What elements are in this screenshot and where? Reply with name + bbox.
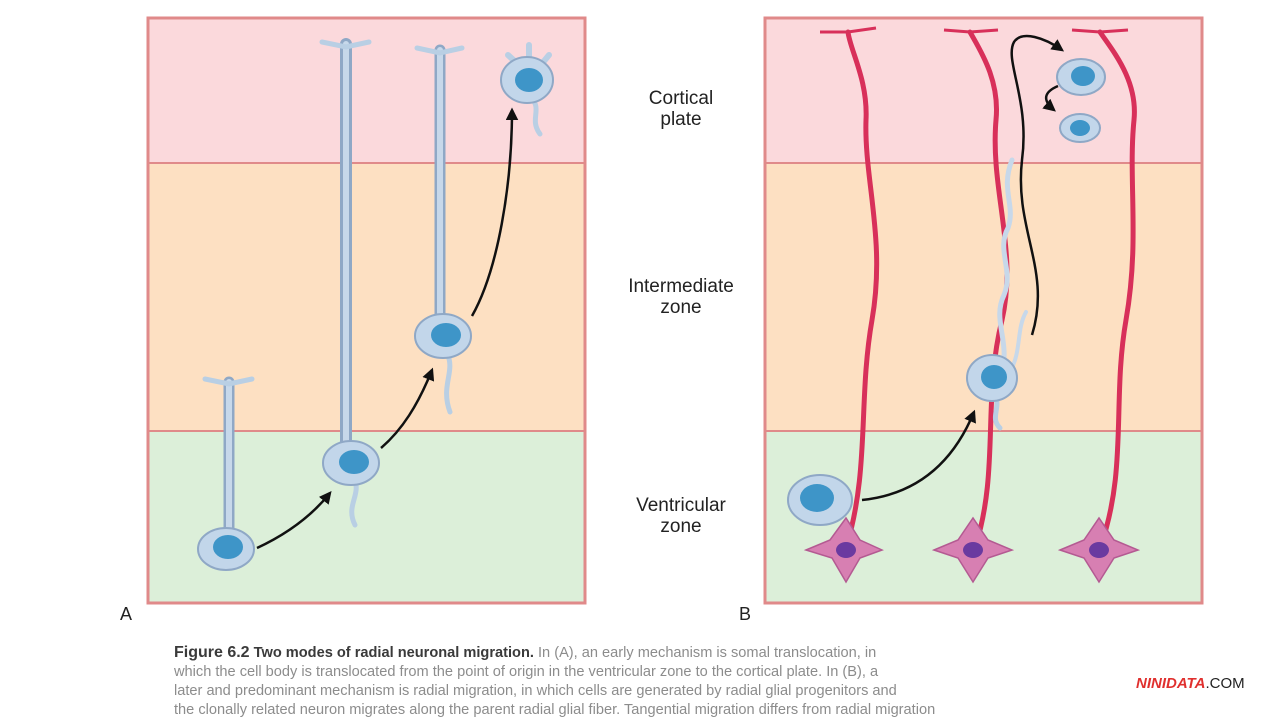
intermediate-zone-label-line1: Intermediate bbox=[628, 276, 734, 297]
ventricular-zone-label: Ventricular zone bbox=[601, 495, 761, 537]
panel-b-diagram bbox=[763, 16, 1204, 605]
caption-line-1: Figure 6.2 Two modes of radial neuronal … bbox=[174, 643, 1184, 663]
panel-b-letter: B bbox=[739, 604, 752, 624]
neuron-a3-nucleus bbox=[431, 323, 461, 347]
intermediate-zone-label: Intermediate zone bbox=[601, 276, 761, 318]
watermark: NINIDATA.COM bbox=[1136, 675, 1245, 692]
caption-line-3: later and predominant mechanism is radia… bbox=[174, 683, 897, 699]
glial-fiber-3 bbox=[1097, 29, 1137, 551]
caption-line-2: which the cell body is translocated from… bbox=[174, 664, 879, 680]
neuron-a3 bbox=[414, 44, 472, 415]
panel-a-diagram bbox=[146, 16, 587, 605]
neuron-b1 bbox=[787, 474, 853, 526]
neuron-a1 bbox=[197, 376, 255, 571]
neuron-b4 bbox=[1059, 113, 1101, 143]
watermark-tld: .COM bbox=[1205, 675, 1245, 692]
arrow-b2 bbox=[1010, 34, 1065, 336]
neuron-a2 bbox=[319, 38, 380, 528]
panel-a-intermediate-zone bbox=[148, 163, 585, 431]
neuron-a4-nucleus bbox=[515, 68, 543, 92]
neuron-a1-nucleus bbox=[213, 535, 243, 559]
figure-caption: Figure 6.2 Two modes of radial neuronal … bbox=[174, 643, 1184, 720]
watermark-brand: NINIDATA bbox=[1136, 675, 1206, 692]
arrow-b3 bbox=[1042, 84, 1059, 112]
neuron-b3 bbox=[1056, 58, 1106, 96]
panel-b-border bbox=[763, 16, 1204, 605]
arrow-a2 bbox=[380, 367, 435, 449]
glial-progenitor-3 bbox=[1057, 516, 1141, 584]
panel-b-cortical-zone bbox=[765, 18, 1202, 163]
caption-line-4: the clonally related neuron migrates alo… bbox=[174, 702, 936, 718]
glial-progenitor-2 bbox=[931, 516, 1015, 584]
caption-line-1-text: In (A), an early mechanism is somal tran… bbox=[537, 645, 877, 661]
migrating-process bbox=[997, 157, 1015, 375]
arrow-a3 bbox=[470, 107, 519, 317]
arrow-b1 bbox=[861, 409, 976, 502]
figure-number: Figure 6.2 bbox=[174, 644, 250, 661]
glial-fiber-1 bbox=[843, 29, 880, 551]
cortical-plate-label-line2: plate bbox=[660, 109, 702, 130]
cortical-plate-label-line1: Cortical bbox=[648, 88, 714, 109]
glial-progenitor-1 bbox=[803, 516, 884, 584]
intermediate-zone-label-line2: zone bbox=[660, 297, 702, 318]
ventricular-zone-label-line2: zone bbox=[660, 516, 702, 537]
ventricular-zone-label-line1: Ventricular bbox=[636, 495, 726, 516]
neuron-a4 bbox=[500, 42, 554, 137]
cortical-plate-label: Cortical plate bbox=[601, 88, 761, 130]
neuron-a2-nucleus bbox=[339, 450, 369, 474]
panel-a-letter: A bbox=[120, 604, 133, 624]
figure-title: Two modes of radial neuronal migration. bbox=[253, 645, 534, 661]
panel-a-border bbox=[146, 16, 587, 605]
neuron-b2 bbox=[966, 354, 1018, 431]
arrow-a1 bbox=[256, 491, 332, 550]
